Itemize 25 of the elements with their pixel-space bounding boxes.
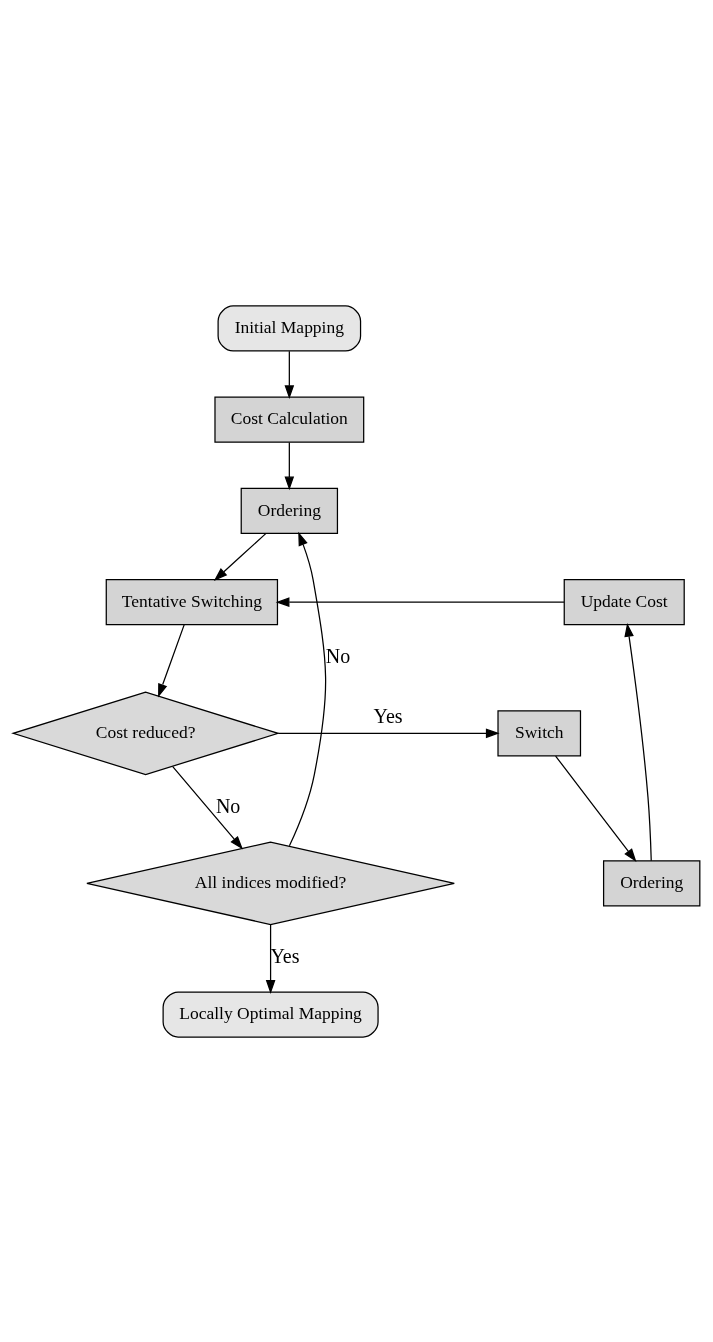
node-box: Ordering (602, 859, 701, 906)
node-box: Update Cost (563, 578, 685, 625)
node-box: Locally Optimal Mapping (162, 990, 379, 1038)
arrow (624, 622, 652, 861)
arrow (555, 754, 637, 862)
arrow (277, 728, 500, 738)
edge-label: No (325, 644, 351, 667)
node-diamond: All indices modified? (86, 840, 455, 925)
arrow (172, 765, 243, 849)
edge-label: Yes (373, 704, 403, 727)
arrow (284, 350, 295, 399)
node-box: Cost Calculation (214, 396, 365, 443)
node-diamond: Cost reduced? (11, 690, 281, 775)
arrow (288, 531, 327, 846)
node-box: Ordering (240, 487, 339, 534)
edge-label: Yes (270, 944, 300, 967)
node-box: Switch (497, 709, 582, 756)
arrow (265, 923, 276, 994)
node-box: Tentative Switching (105, 578, 279, 625)
edge-label: No (215, 794, 241, 817)
arrow (158, 623, 185, 697)
arrow (275, 596, 565, 607)
arrow (213, 532, 267, 581)
node-box: Initial Mapping (217, 304, 362, 352)
arrow (284, 441, 295, 490)
